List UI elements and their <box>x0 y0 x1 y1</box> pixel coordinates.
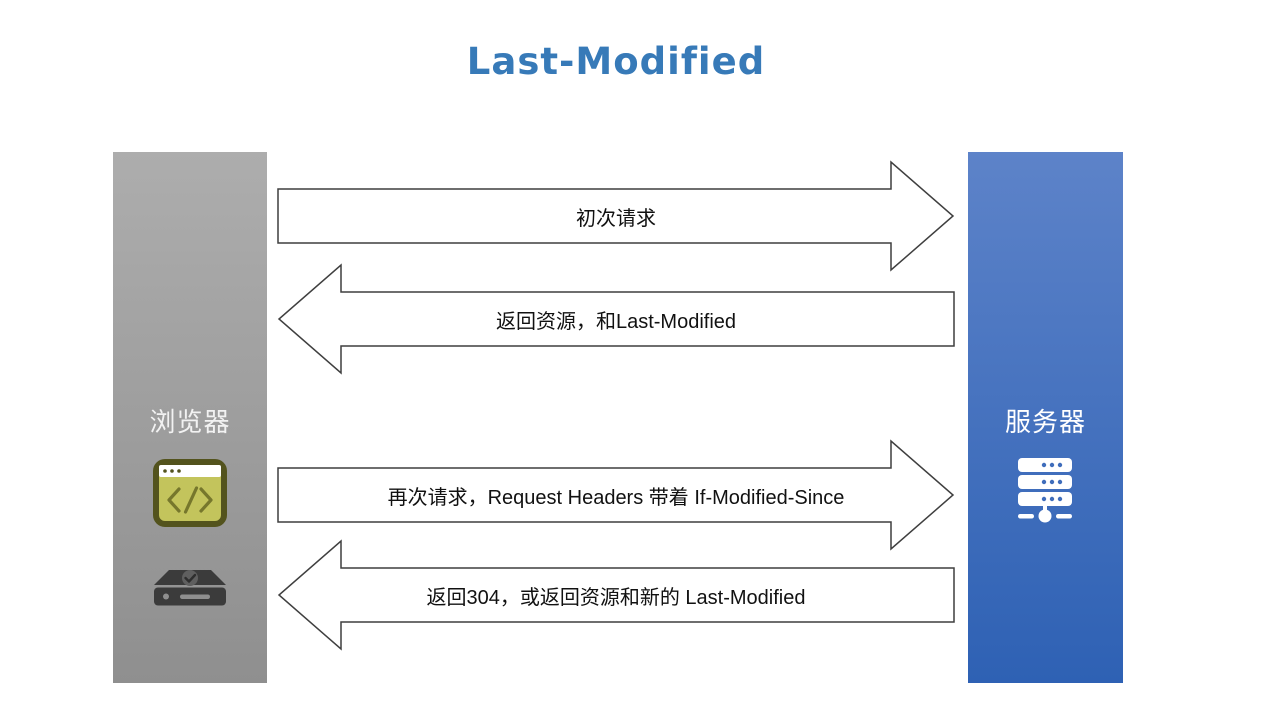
arrow-first-request: 初次请求 <box>277 160 955 272</box>
server-panel: 服务器 <box>968 152 1123 683</box>
browser-window-icon <box>153 459 227 527</box>
server-label: 服务器 <box>1004 407 1086 437</box>
arrow-second-request-label: 再次请求，Request Headers 带着 If-Modified-Sinc… <box>387 486 845 509</box>
arrow-return-resource-label: 返回资源，和Last-Modified <box>495 310 737 333</box>
browser-panel: 浏览器 <box>113 152 267 683</box>
arrow-return-304: 返回304，或返回资源和新的 Last-Modified <box>277 539 955 651</box>
arrow-first-request-label: 初次请求 <box>576 207 656 230</box>
browser-label: 浏览器 <box>149 407 231 437</box>
page-title: Last-Modified <box>466 40 766 83</box>
disk-drive-icon <box>154 570 226 606</box>
arrow-return-304-label: 返回304，或返回资源和新的 Last-Modified <box>426 586 806 609</box>
server-rack-icon <box>1018 458 1072 523</box>
arrow-second-request: 再次请求，Request Headers 带着 If-Modified-Sinc… <box>277 439 955 551</box>
arrow-return-resource: 返回资源，和Last-Modified <box>277 263 955 375</box>
